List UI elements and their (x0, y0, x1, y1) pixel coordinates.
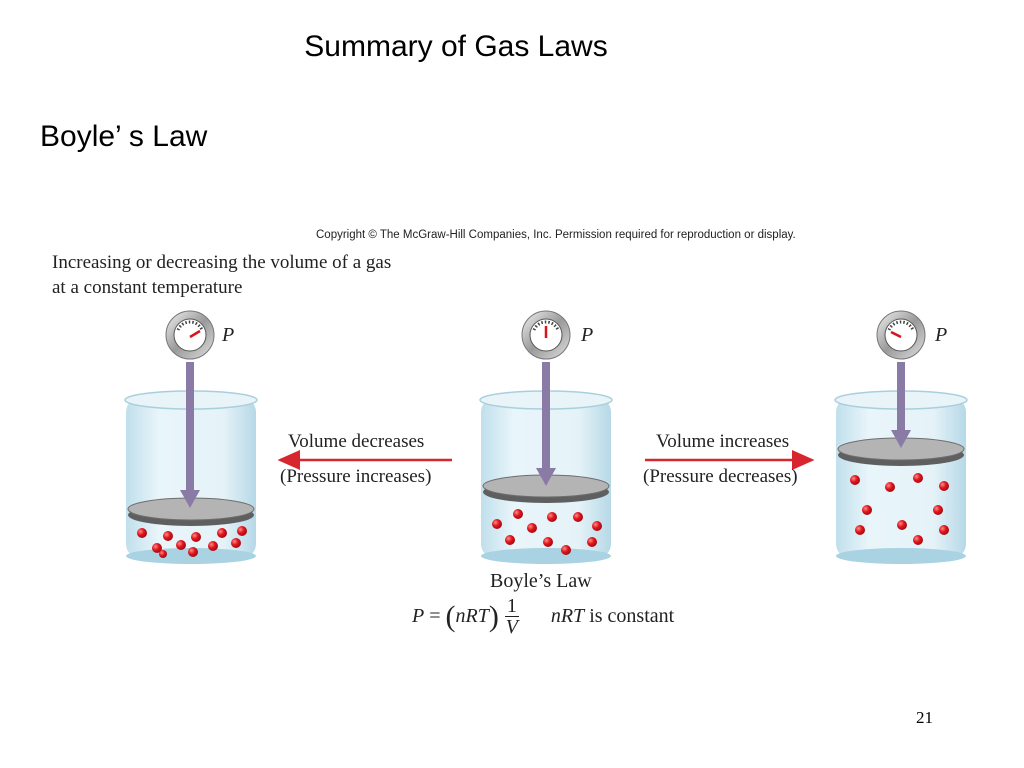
right-arrow-label-line-1: Volume increases (656, 431, 790, 452)
gas-molecules-right (850, 473, 949, 545)
formula-note: nRT is constant (551, 605, 674, 628)
slide-title: Summary of Gas Laws (304, 30, 608, 63)
pressure-label-right: P (935, 324, 948, 346)
formula-note-text: is constant (584, 605, 675, 627)
formula-numerator: 1 (504, 595, 519, 617)
page-number: 21 (916, 708, 933, 727)
piston-rod-left (180, 362, 200, 508)
pressure-gauge-right-icon (876, 310, 926, 360)
left-arrow-label-line-1: Volume decreases (288, 431, 425, 452)
formula-lhs: P (412, 605, 425, 627)
caption-line-1: Increasing or decreasing the volume of a… (52, 252, 392, 273)
left-arrow-label-line-2: (Pressure increases) (280, 466, 432, 487)
piston-rod-right (891, 362, 911, 448)
formula-paren-open: ( (445, 599, 456, 633)
formula-note-variable: nRT (550, 605, 585, 627)
pressure-label-middle: P (581, 324, 594, 346)
formula-paren-close: ) (488, 599, 499, 633)
gas-molecules-left (137, 526, 247, 558)
pressure-gauge-left-icon (165, 310, 215, 360)
formula-equals: = (424, 605, 446, 627)
copyright-notice: Copyright © The McGraw-Hill Companies, I… (316, 229, 796, 241)
piston-rod-middle (536, 362, 556, 486)
pressure-label-left: P (222, 324, 235, 346)
figure-caption: Increasing or decreasing the volume of a… (52, 250, 391, 300)
right-arrow-label-line-2: (Pressure decreases) (643, 466, 798, 487)
caption-line-2: at a constant temperature (52, 277, 243, 298)
section-heading: Boyle’ s Law (40, 120, 208, 153)
pressure-gauge-middle-icon (521, 310, 571, 360)
boyles-law-formula: P = ( nRT ) 1 V nRT is constant (412, 596, 674, 637)
formula-denominator: V (505, 616, 518, 638)
formula-fraction: 1 V (504, 595, 519, 638)
gas-molecules-middle (492, 509, 602, 555)
boyles-law-title: Boyle’s Law (490, 570, 592, 592)
formula-constant-group: nRT (455, 605, 489, 627)
